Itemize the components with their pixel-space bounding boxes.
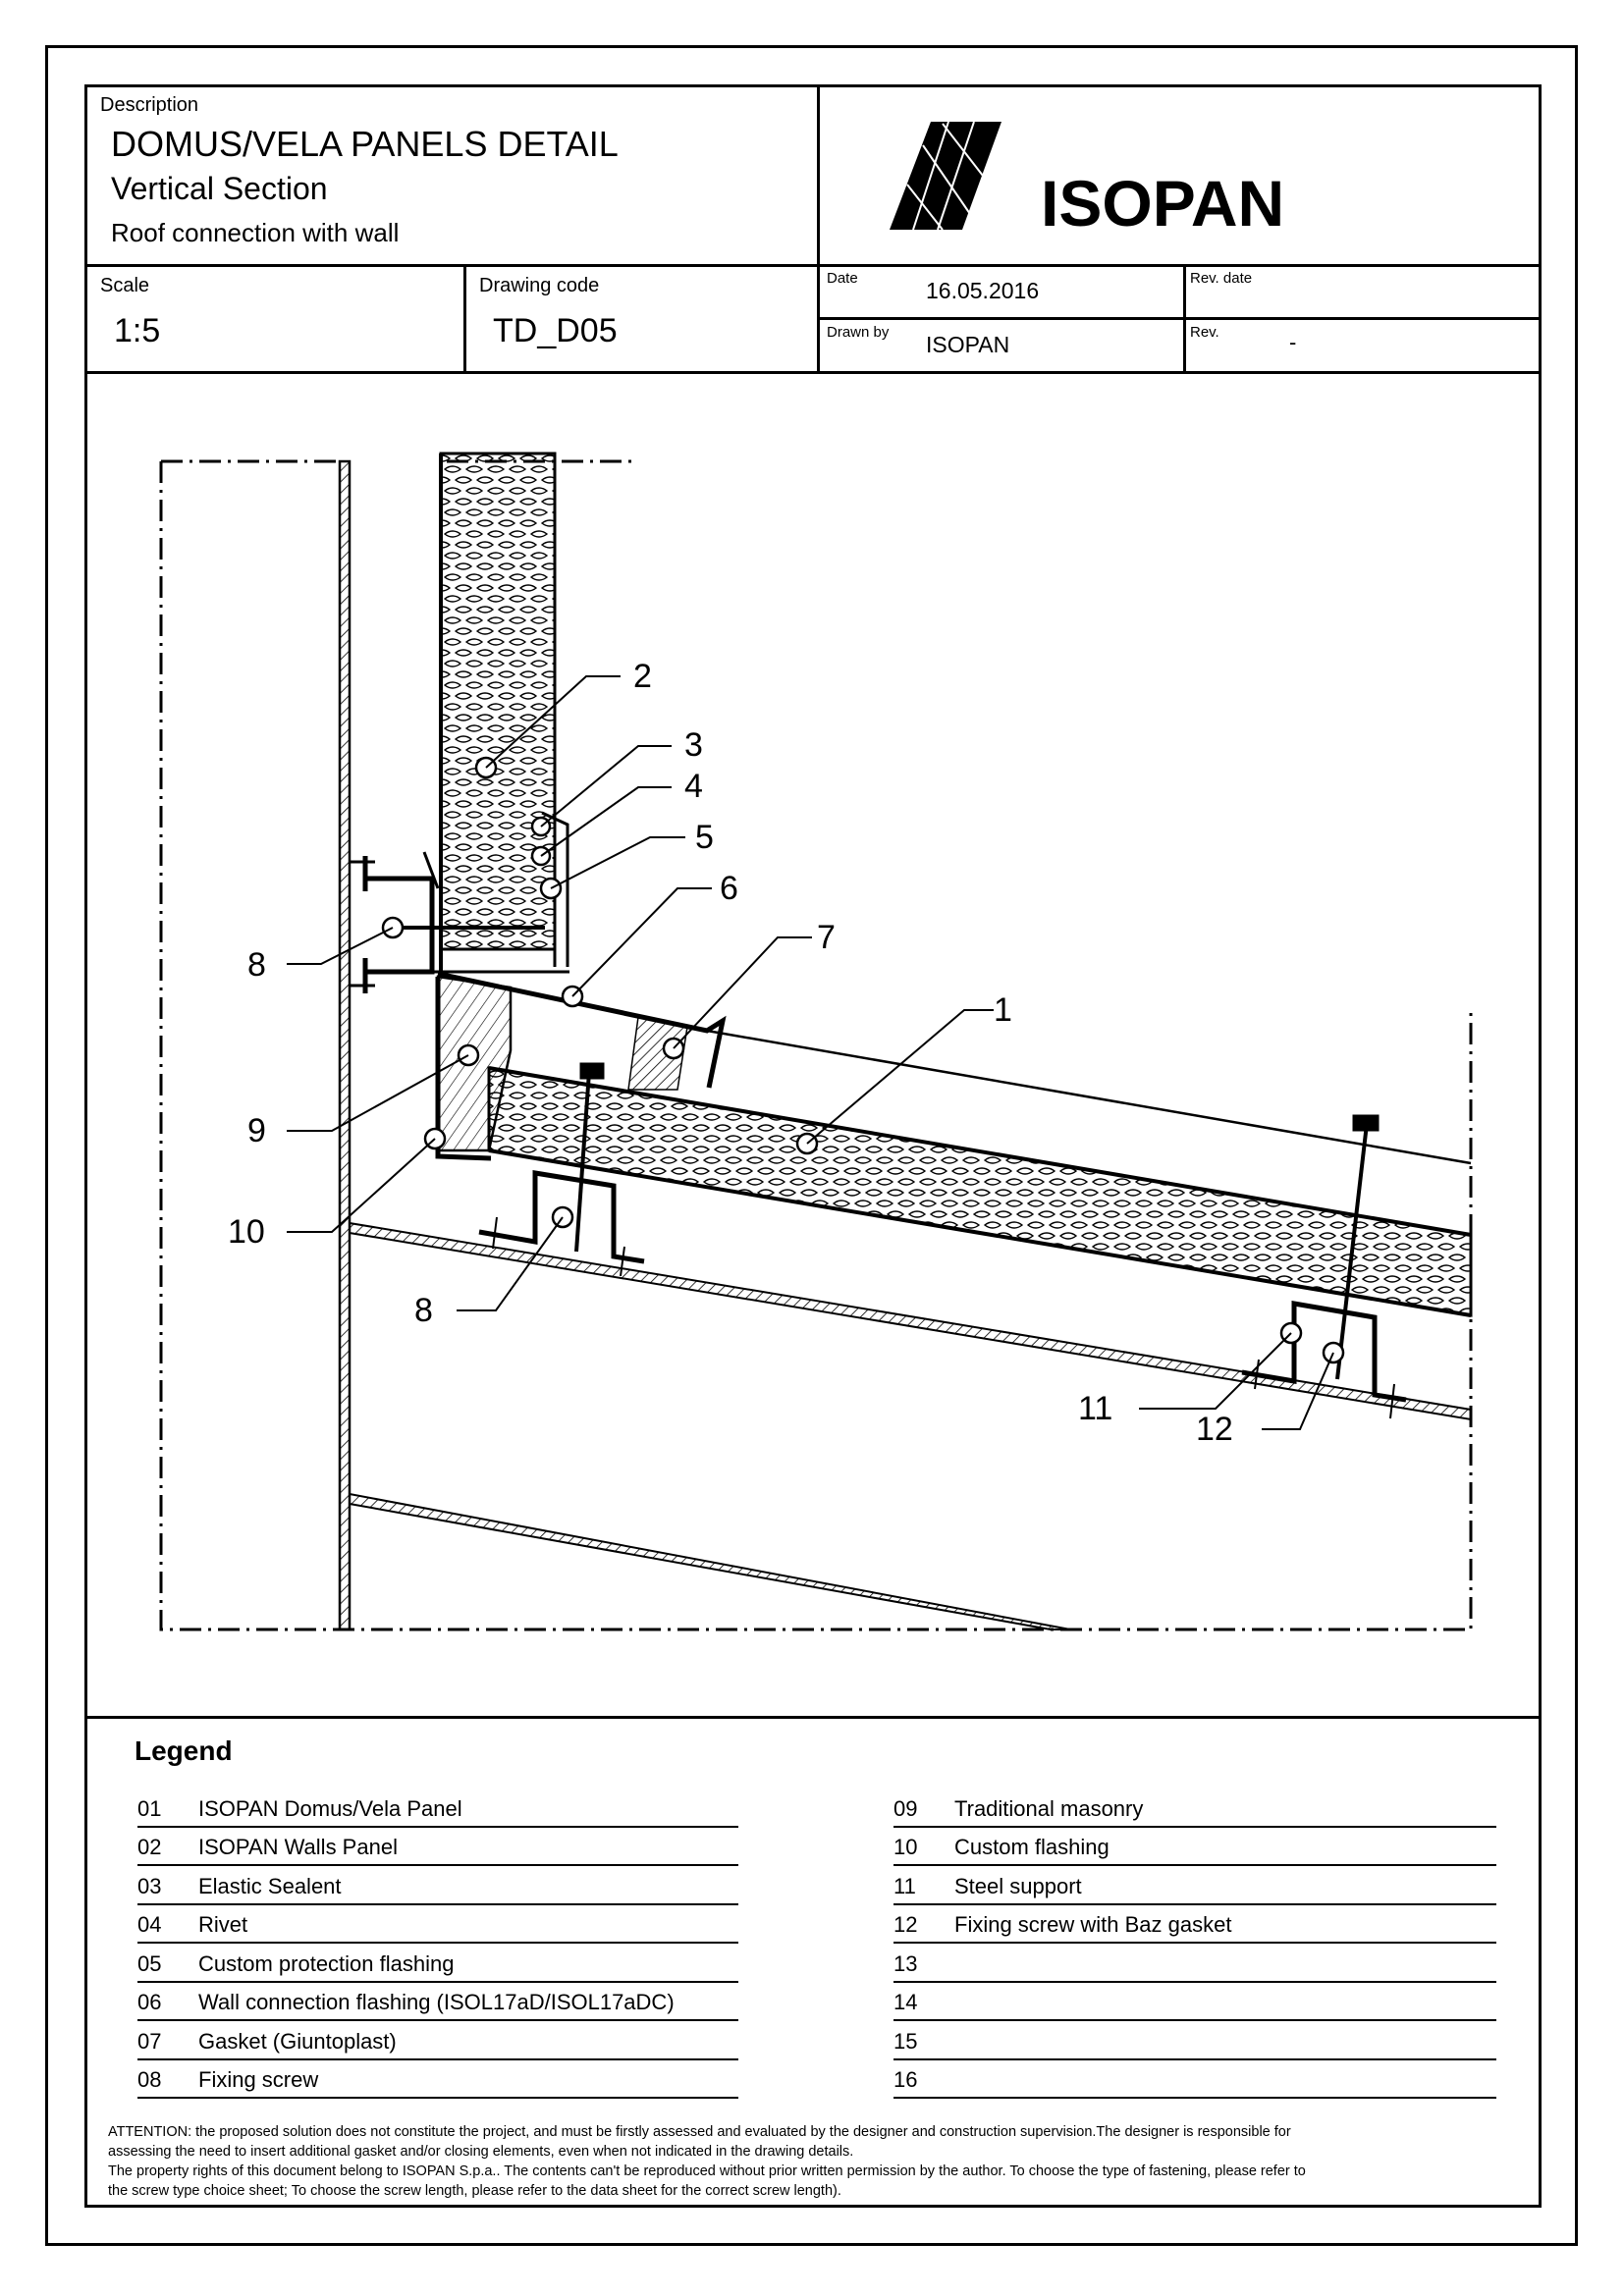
scale-label: Scale xyxy=(100,275,150,296)
date-value: 16.05.2016 xyxy=(926,278,1040,303)
page-caption: Roof connection with wall xyxy=(111,218,400,247)
callout-8-lower: 8 xyxy=(414,1292,433,1329)
drawn-by-value: ISOPAN xyxy=(926,332,1010,357)
callout-11: 11 xyxy=(1078,1390,1112,1427)
description-label: Description xyxy=(100,94,199,116)
callout-labels: 1 2 3 4 5 6 7 8 9 10 8 11 12 xyxy=(228,658,1233,1448)
logo-text: ISOPAN xyxy=(1041,167,1284,234)
divider xyxy=(84,371,1542,374)
wall-bracket xyxy=(349,851,545,993)
tick-marks xyxy=(492,1216,1395,1419)
divider xyxy=(1183,264,1186,373)
rev-label: Rev. xyxy=(1190,324,1219,341)
callout-8: 8 xyxy=(247,946,266,984)
purlin xyxy=(349,1221,1472,1421)
callout-4: 4 xyxy=(684,768,703,805)
attention-note: ATTENTION: the proposed solution does no… xyxy=(108,2122,1532,2201)
legend-item: 14 xyxy=(893,1982,1496,2021)
break-lines xyxy=(159,459,1473,1631)
drawing-code-value: TD_D05 xyxy=(493,312,618,349)
divider xyxy=(84,1716,1542,1719)
custom-flashing xyxy=(435,977,492,1161)
drawn-by-label: Drawn by xyxy=(827,324,890,341)
callout-9: 9 xyxy=(247,1112,266,1149)
gasket xyxy=(627,1016,688,1091)
note-line: The property rights of this document bel… xyxy=(108,2163,1306,2179)
steel-support-left xyxy=(478,1062,645,1264)
callout-leaders xyxy=(287,675,1334,1430)
callout-5: 5 xyxy=(695,819,714,856)
wall-panel xyxy=(439,452,557,972)
callout-2: 2 xyxy=(633,658,652,695)
callout-7: 7 xyxy=(817,919,836,956)
callout-10: 10 xyxy=(228,1213,265,1251)
rev-date-label: Rev. date xyxy=(1190,270,1253,287)
divider xyxy=(817,317,1542,320)
divider xyxy=(817,84,820,373)
callout-6: 6 xyxy=(720,870,738,907)
page-title: DOMUS/VELA PANELS DETAIL xyxy=(111,124,619,164)
legend-item: 15 xyxy=(893,2021,1496,2060)
divider xyxy=(84,264,1542,267)
detail-drawing: 1 2 3 4 5 6 7 8 9 10 8 11 12 xyxy=(159,452,1473,1631)
steel-column xyxy=(338,459,352,1631)
legend-item: 16 xyxy=(893,2059,1496,2099)
legend-item: 13 xyxy=(893,1944,1496,1983)
rev-value: - xyxy=(1289,330,1297,354)
callout-3: 3 xyxy=(684,726,703,764)
logo-mark-icon xyxy=(890,121,1001,231)
drawing-code-label: Drawing code xyxy=(479,275,600,296)
note-line: the screw type choice sheet; To choose t… xyxy=(108,2183,841,2199)
legend-title: Legend xyxy=(135,1735,233,1766)
page-subtitle: Vertical Section xyxy=(111,171,328,206)
lower-beam xyxy=(349,1492,1071,1630)
steel-support-right xyxy=(1241,1114,1407,1403)
note-line: ATTENTION: the proposed solution does no… xyxy=(108,2124,1291,2140)
title-block-frame xyxy=(84,84,1542,2208)
roof-panel xyxy=(487,1029,1473,1317)
date-label: Date xyxy=(827,270,858,287)
scale-value: 1:5 xyxy=(114,312,161,349)
callout-12: 12 xyxy=(1196,1411,1233,1448)
divider xyxy=(463,264,466,373)
protection-flashing xyxy=(432,811,569,974)
callout-1: 1 xyxy=(994,991,1012,1029)
outer-frame xyxy=(45,45,1578,2246)
note-line: assessing the need to insert additional … xyxy=(108,2144,854,2160)
isopan-logo: ISOPAN xyxy=(890,121,1284,234)
